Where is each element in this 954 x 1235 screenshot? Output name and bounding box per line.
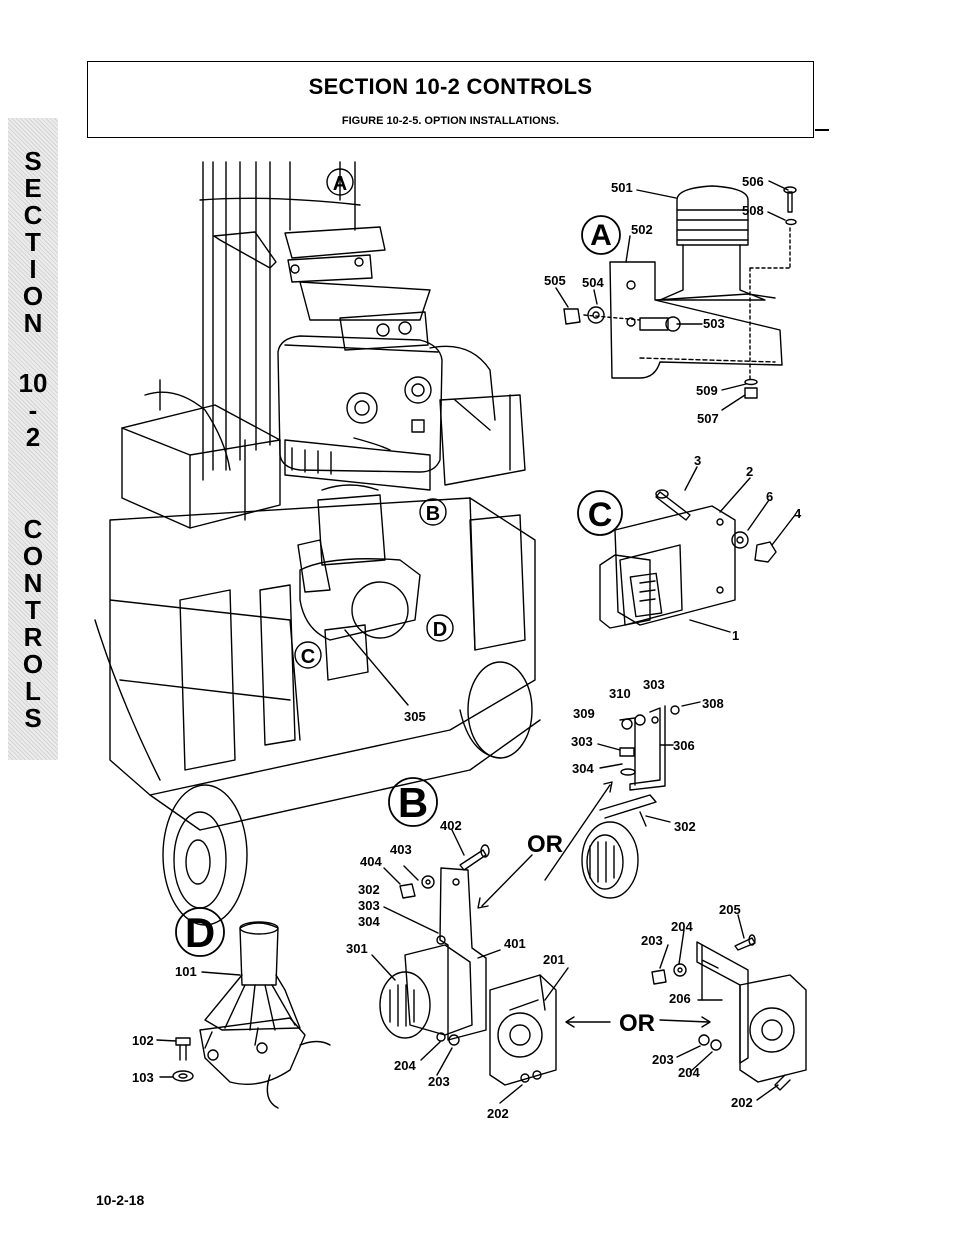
callout-a-detail: A bbox=[590, 219, 612, 252]
leader-305 bbox=[345, 630, 408, 705]
part-label: 3 bbox=[694, 453, 701, 468]
part-label: 304 bbox=[358, 914, 380, 929]
part-label: 509 bbox=[696, 383, 718, 398]
part-label: 310 bbox=[609, 686, 631, 701]
part-label: 103 bbox=[132, 1070, 154, 1085]
part-label: 202 bbox=[731, 1095, 753, 1110]
callout-d-detail: D bbox=[185, 909, 215, 956]
machine-illustration bbox=[95, 162, 540, 925]
part-label: 206 bbox=[669, 991, 691, 1006]
main-callouts bbox=[295, 169, 453, 668]
part-label: 403 bbox=[390, 842, 412, 857]
part-label: 303 bbox=[358, 898, 380, 913]
callout-c-detail: C bbox=[588, 496, 613, 534]
part-label: 306 bbox=[673, 738, 695, 753]
part-label: 401 bbox=[504, 936, 526, 951]
part-label: 203 bbox=[652, 1052, 674, 1067]
part-label: 6 bbox=[766, 489, 773, 504]
or-label-lower: OR bbox=[619, 1010, 655, 1037]
or-label-upper: OR bbox=[527, 831, 563, 858]
part-label: 102 bbox=[132, 1033, 154, 1048]
callout-b-main: B bbox=[426, 503, 440, 525]
callout-c-main: C bbox=[301, 646, 315, 668]
part-label: 502 bbox=[631, 222, 653, 237]
callout-d-main: D bbox=[433, 619, 447, 641]
part-label: 404 bbox=[360, 854, 382, 869]
part-label: 503 bbox=[703, 316, 725, 331]
part-label: 402 bbox=[440, 818, 462, 833]
part-label: 505 bbox=[544, 273, 566, 288]
callout-b-detail: B bbox=[398, 779, 428, 826]
part-label: 308 bbox=[702, 696, 724, 711]
part-label: 309 bbox=[573, 706, 595, 721]
part-label: 303 bbox=[643, 677, 665, 692]
part-label: 506 bbox=[742, 174, 764, 189]
part-label: 204 bbox=[394, 1058, 416, 1073]
part-label: 101 bbox=[175, 964, 197, 979]
part-label: 203 bbox=[641, 933, 663, 948]
detail-d-strobe-mount bbox=[157, 908, 330, 1108]
part-label: 202 bbox=[487, 1106, 509, 1121]
part-label: 201 bbox=[543, 952, 565, 967]
part-label: 301 bbox=[346, 941, 368, 956]
part-label: 302 bbox=[358, 882, 380, 897]
part-label: 501 bbox=[611, 180, 633, 195]
part-label: 303 bbox=[571, 734, 593, 749]
part-label: 4 bbox=[794, 506, 802, 521]
part-label: 2 bbox=[746, 464, 753, 479]
part-label: 203 bbox=[428, 1074, 450, 1089]
part-label: 204 bbox=[678, 1065, 700, 1080]
part-label: 305 bbox=[404, 709, 426, 724]
detail-c-flasher bbox=[578, 467, 795, 632]
part-label: 304 bbox=[572, 761, 594, 776]
part-label: 504 bbox=[582, 275, 604, 290]
page-number: 10-2-18 bbox=[96, 1192, 144, 1208]
part-label: 507 bbox=[697, 411, 719, 426]
part-label: 205 bbox=[719, 902, 741, 917]
part-label: 508 bbox=[742, 203, 764, 218]
part-label: 302 bbox=[674, 819, 696, 834]
part-label: 204 bbox=[671, 919, 693, 934]
callout-a-main: A bbox=[333, 173, 347, 195]
part-label: 1 bbox=[732, 628, 739, 643]
